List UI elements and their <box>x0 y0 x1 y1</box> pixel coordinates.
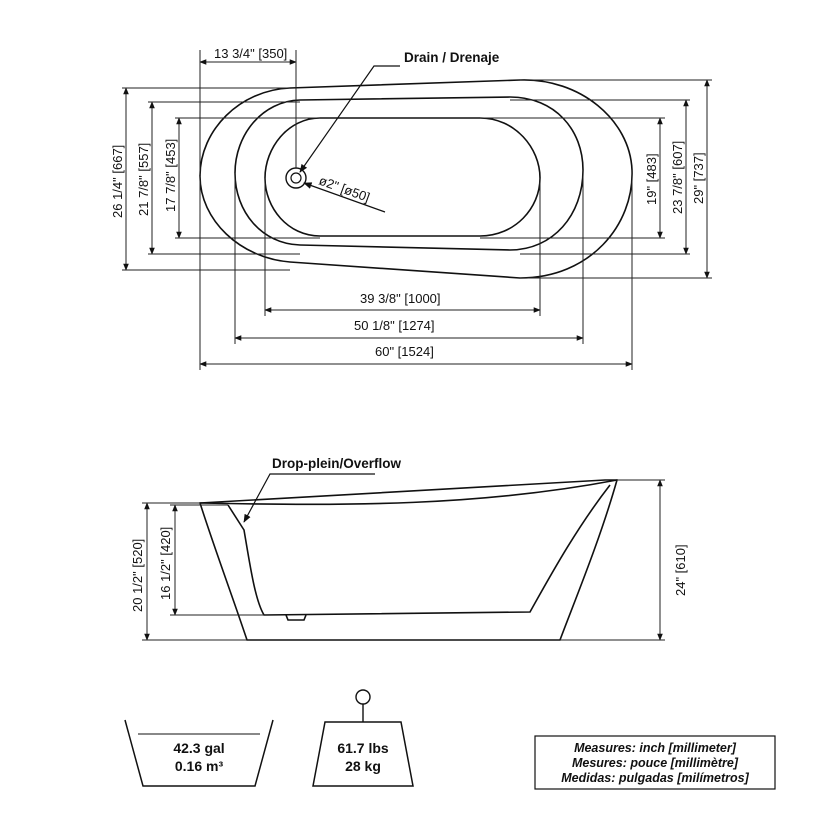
water-vessel-icon <box>124 719 274 787</box>
right-middle-dimension: 23 7/8" [607] <box>670 141 685 214</box>
overflow-leader <box>243 473 375 523</box>
tub-middle-rim <box>234 96 584 251</box>
side-view: Drop-plein/Overflow 20 1/2" [520] 16 1/2… <box>130 456 688 641</box>
drain-leader <box>299 65 400 173</box>
top-view: Drain / Drenaje ø2" [ø50] 13 3/4" [350] … <box>110 46 712 370</box>
length-inner-dimension: 39 3/8" [1000] <box>360 291 441 306</box>
left-inner-height-dimension: 16 1/2" [420] <box>158 527 173 600</box>
height-inner-dimension: 17 7/8" [453] <box>163 139 178 212</box>
weight-kg: 28 kg <box>345 758 381 774</box>
drain-label: Drain / Drenaje <box>404 50 500 65</box>
height-outer-dimension: 26 1/4" [667] <box>110 145 125 218</box>
legend-line-1: Measures: inch [millimeter] <box>574 741 737 755</box>
drain-diameter-leader <box>303 182 386 213</box>
capacity-gal: 42.3 gal <box>173 740 224 756</box>
legend-line-2: Mesures: pouce [millimètre] <box>572 756 739 770</box>
tub-side-inner <box>227 484 611 616</box>
weight-lbs: 61.7 lbs <box>337 740 389 756</box>
length-middle-dimension: 50 1/8" [1274] <box>354 318 435 333</box>
legend-line-3: Medidas: pulgadas [milímetros] <box>561 771 749 785</box>
drain-outer-ring <box>285 167 307 189</box>
weight-block-icon <box>312 721 414 787</box>
overflow-label: Drop-plein/Overflow <box>272 456 402 471</box>
capacity-spec: 42.3 gal 0.16 m³ <box>124 719 274 787</box>
right-inner-dimension: 19" [483] <box>644 153 659 205</box>
right-outer-dimension: 29" [737] <box>691 152 706 204</box>
capacity-m3: 0.16 m³ <box>175 758 224 774</box>
left-outer-height-dimension: 20 1/2" [520] <box>130 539 145 612</box>
drain-offset-dimension: 13 3/4" [350] <box>214 46 287 61</box>
weight-hook-icon <box>355 689 371 705</box>
length-outer-dimension: 60" [1524] <box>375 344 434 359</box>
right-height-dimension: 24" [610] <box>673 544 688 596</box>
units-legend: Measures: inch [millimeter] Mesures: pou… <box>534 735 776 790</box>
height-middle-dimension: 21 7/8" [557] <box>136 143 151 216</box>
tub-inner-basin <box>264 117 541 237</box>
drain-inner-ring <box>290 172 302 184</box>
legend-box <box>534 735 776 790</box>
drain-diameter-label: ø2" [ø50] <box>317 173 372 205</box>
weight-spec: 61.7 lbs 28 kg <box>312 689 414 787</box>
